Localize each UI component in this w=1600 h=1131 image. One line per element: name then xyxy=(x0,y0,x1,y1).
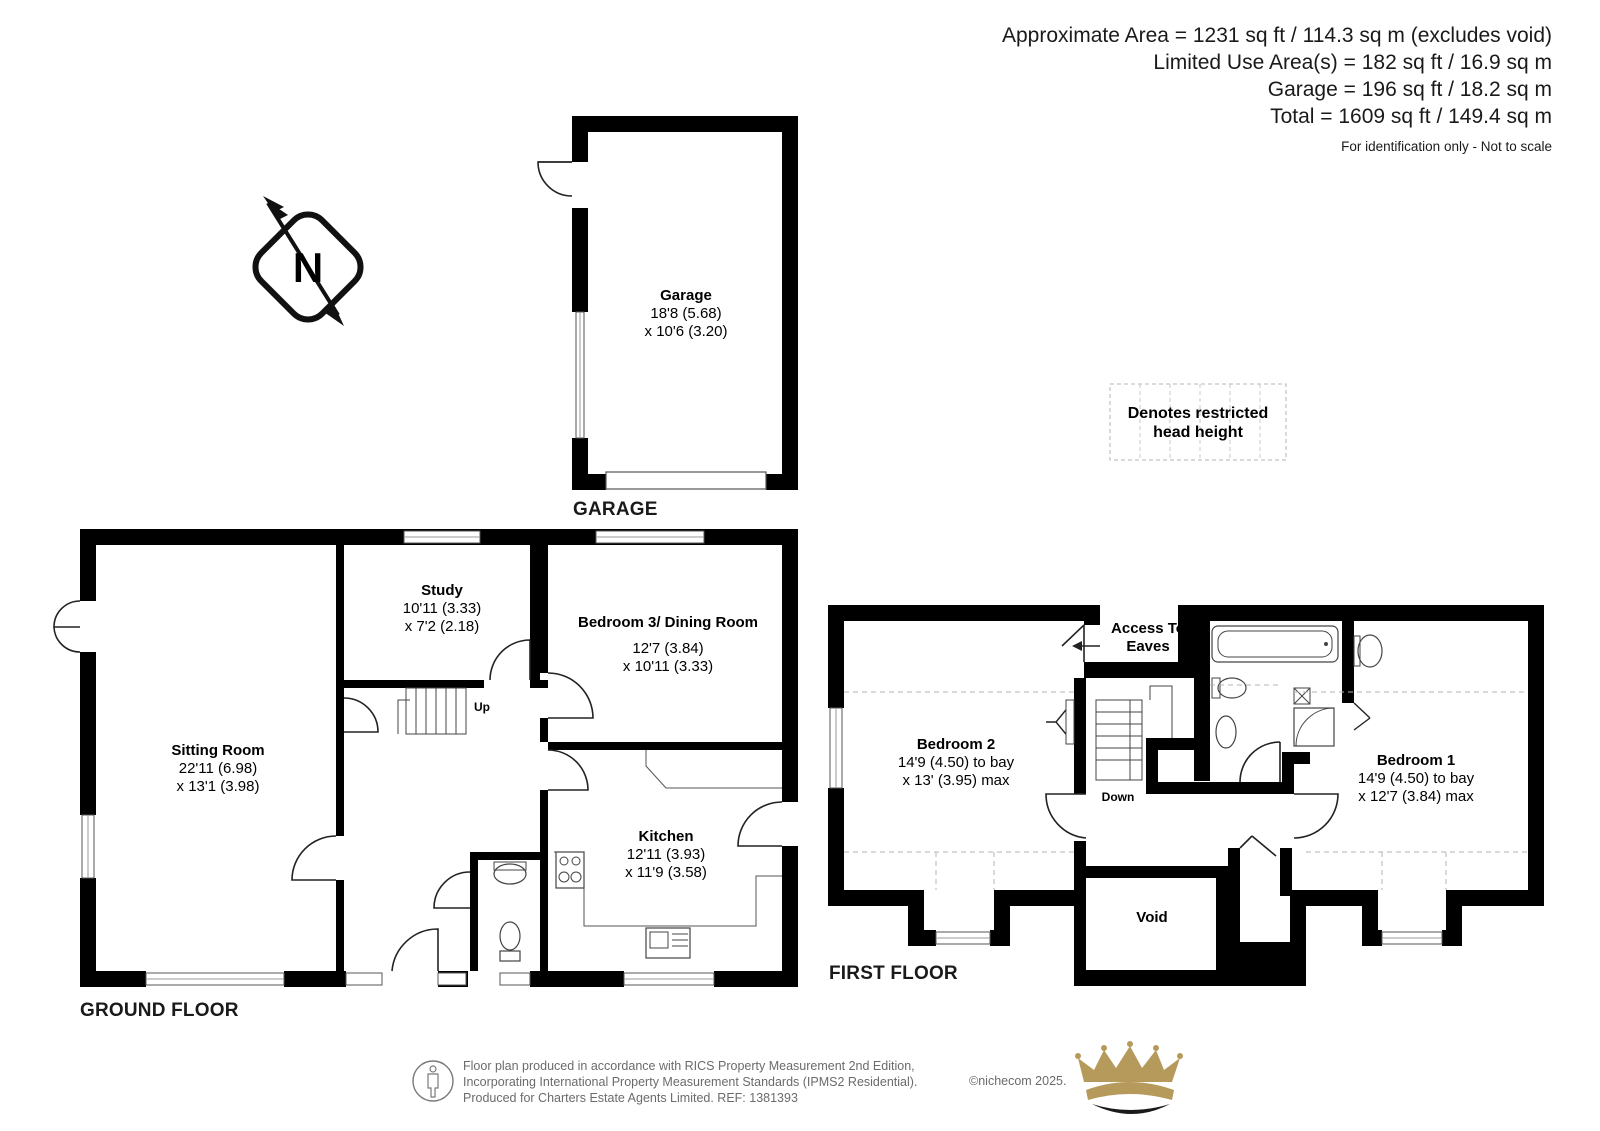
bedroom-3-dimension-2: x 10'11 (3.33) xyxy=(623,658,713,675)
not-to-scale-disclaimer: For identification only - Not to scale xyxy=(1341,139,1552,154)
bedroom-1-dimension-1: 14'9 (4.50) to bay xyxy=(1358,770,1475,787)
sitting-room-dimension-1: 22'11 (6.98) xyxy=(179,760,257,777)
ground-floor-plan xyxy=(53,529,798,987)
garage-floor-label: GARAGE xyxy=(573,499,658,520)
limited-use-area-text: Limited Use Area(s) = 182 sq ft / 16.9 s… xyxy=(1153,51,1552,74)
stairs-up-label: Up xyxy=(474,700,490,714)
copyright-text: ©nichecom 2025. xyxy=(969,1074,1067,1088)
garage-dimension-1: 18'8 (5.68) xyxy=(650,305,721,322)
garage-dimension-2: x 10'6 (3.20) xyxy=(645,323,728,340)
kitchen-dimension-2: x 11'9 (3.58) xyxy=(625,864,707,881)
eaves-label-line-2: Eaves xyxy=(1126,638,1169,655)
bedroom-3-dimension-1: 12'7 (3.84) xyxy=(632,640,703,657)
legend-line-2: head height xyxy=(1153,424,1243,441)
kitchen-room-name: Kitchen xyxy=(638,828,693,845)
bedroom-2-dimension-2: x 13' (3.95) max xyxy=(902,772,1010,789)
study-dimension-1: 10'11 (3.33) xyxy=(403,600,481,617)
bedroom-1-room-name: Bedroom 1 xyxy=(1377,752,1455,769)
legend-line-1: Denotes restricted xyxy=(1128,405,1269,422)
approximate-area-text: Approximate Area = 1231 sq ft / 114.3 sq… xyxy=(1002,24,1552,47)
footer-line-1: Floor plan produced in accordance with R… xyxy=(463,1059,915,1073)
crown-logo-icon xyxy=(1075,1041,1183,1114)
bedroom-1-dimension-2: x 12'7 (3.84) max xyxy=(1358,788,1474,805)
north-arrow-icon: N xyxy=(252,196,364,326)
footer-line-2: Incorporating International Property Mea… xyxy=(463,1075,918,1089)
bedroom-3-room-name: Bedroom 3/ Dining Room xyxy=(578,614,758,631)
stairs-down-label: Down xyxy=(1102,790,1135,804)
garage-room-name: Garage xyxy=(660,287,712,304)
sitting-room-name: Sitting Room xyxy=(171,742,264,759)
person-icon xyxy=(412,1060,454,1102)
eaves-arrow-icon xyxy=(1072,641,1100,651)
sitting-room-dimension-2: x 13'1 (3.98) xyxy=(177,778,260,795)
total-area-text: Total = 1609 sq ft / 149.4 sq m xyxy=(1270,105,1552,128)
restricted-height-legend: Denotes restricted head height xyxy=(1109,383,1287,461)
study-dimension-2: x 7'2 (2.18) xyxy=(405,618,480,635)
bedroom-2-room-name: Bedroom 2 xyxy=(917,736,995,753)
first-floor-plan xyxy=(828,605,1544,986)
footer-credits: Floor plan produced in accordance with R… xyxy=(463,1058,917,1106)
garage-area-text: Garage = 196 sq ft / 18.2 sq m xyxy=(1267,78,1552,101)
footer-line-3: Produced for Charters Estate Agents Limi… xyxy=(463,1091,798,1105)
eaves-label-line-1: Access To xyxy=(1111,620,1185,637)
bedroom-2-dimension-1: 14'9 (4.50) to bay xyxy=(898,754,1015,771)
void-label: Void xyxy=(1136,909,1167,926)
first-floor-label: FIRST FLOOR xyxy=(829,963,958,984)
compass-letter: N xyxy=(293,244,323,291)
study-room-name: Study xyxy=(421,582,463,599)
ground-floor-label: GROUND FLOOR xyxy=(80,1000,239,1021)
kitchen-dimension-1: 12'11 (3.93) xyxy=(627,846,705,863)
garage-plan xyxy=(537,116,798,490)
